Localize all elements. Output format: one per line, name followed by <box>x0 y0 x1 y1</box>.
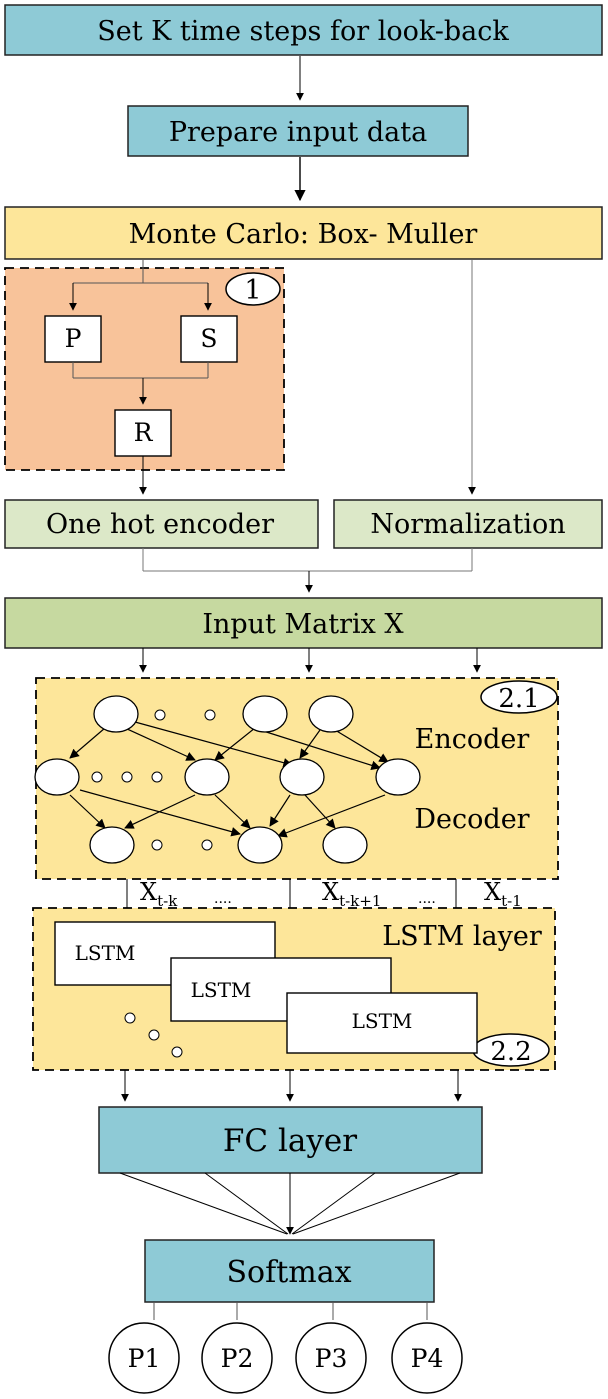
input-matrix-box <box>4 597 603 649</box>
output-p3-label: P3 <box>315 1344 348 1373</box>
node-p-label: P <box>65 324 82 353</box>
node-s <box>180 315 238 363</box>
region-2-1-badge <box>480 680 558 714</box>
lstm-cell-3 <box>286 992 478 1054</box>
output-p1-label: P1 <box>128 1344 161 1373</box>
region-2-1-badge-text: 2.1 <box>498 684 539 714</box>
network-node <box>279 758 325 796</box>
softmax-box <box>144 1239 435 1303</box>
fc-layer-label: FC layer <box>223 1123 357 1159</box>
edge <box>277 794 386 838</box>
connector <box>119 1172 288 1235</box>
input-label-xtk1: Xt-k+1 <box>322 878 381 910</box>
ellipsis-dot <box>154 709 166 721</box>
ellipsis-dot <box>124 1012 136 1024</box>
output-p4-label: P4 <box>411 1344 444 1373</box>
connector <box>204 1172 289 1235</box>
normalization-box <box>333 499 603 549</box>
edge <box>69 727 106 759</box>
edge <box>214 794 251 829</box>
output-node-p4 <box>391 1322 463 1394</box>
region-1-badge-text: 1 <box>244 275 261 306</box>
network-node <box>237 826 283 864</box>
ellipsis-dot <box>171 1046 183 1058</box>
ellipsis-dot <box>121 771 133 783</box>
one-hot-box <box>4 499 319 549</box>
network-edges <box>69 721 389 838</box>
output-node-p1 <box>108 1322 180 1394</box>
one-hot-label: One hot encoder <box>46 509 274 540</box>
ellipsis-dot <box>91 771 103 783</box>
network-node <box>242 695 288 733</box>
prepare-box <box>127 105 469 157</box>
network-node <box>93 695 139 733</box>
edge <box>334 729 389 763</box>
normalization-label: Normalization <box>370 509 565 540</box>
ellipsis-dot <box>151 771 163 783</box>
network-node <box>89 826 135 864</box>
output-node-p3 <box>295 1322 367 1394</box>
ellipsis-dot <box>151 839 163 851</box>
network-node <box>322 826 368 864</box>
edge <box>69 794 106 829</box>
input-ellipsis-1: .... <box>214 891 232 907</box>
lstm-cell-2-label: LSTM <box>191 978 252 1002</box>
output-node-p2 <box>201 1322 273 1394</box>
input-label-xtk: Xt-k <box>140 878 178 910</box>
softmax-label: Softmax <box>226 1255 351 1290</box>
edge <box>134 721 293 768</box>
network-node <box>375 758 421 796</box>
lstm-layer-label: LSTM layer <box>382 921 542 952</box>
input-ellipsis-2: .... <box>418 891 436 907</box>
prepare-label: Prepare input data <box>169 117 427 148</box>
encoder-label: Encoder <box>415 724 530 755</box>
network-node <box>184 758 230 796</box>
network-node <box>34 758 80 796</box>
edge <box>299 729 321 759</box>
ellipsis-dot <box>148 1029 160 1041</box>
input-matrix-label: Input Matrix X <box>202 609 404 640</box>
decoder-label: Decoder <box>414 804 529 835</box>
region-1-badge <box>225 272 281 306</box>
ellipsis-dot <box>201 839 213 851</box>
node-s-label: S <box>200 324 217 353</box>
fc-softmax-connections <box>119 1172 461 1235</box>
network-node <box>308 695 354 733</box>
fc-layer-box <box>98 1106 483 1174</box>
connector <box>291 1172 376 1235</box>
monte-carlo-label: Monte Carlo: Box- Muller <box>129 219 478 250</box>
edge <box>269 794 291 827</box>
edge <box>259 729 381 770</box>
ellipsis-dot <box>204 709 216 721</box>
set-k-box <box>4 4 603 56</box>
input-label-xt1: Xt-1 <box>484 878 522 910</box>
lstm-cell-3-label: LSTM <box>352 1009 413 1033</box>
edge <box>124 727 196 761</box>
connector <box>292 1172 461 1235</box>
node-r-label: R <box>134 418 154 447</box>
output-p2-label: P2 <box>221 1344 254 1373</box>
region-2-2-badge-text: 2.2 <box>490 1037 531 1067</box>
set-k-label: Set K time steps for look-back <box>97 16 509 47</box>
node-r <box>114 409 172 457</box>
edge <box>214 727 256 761</box>
edge <box>124 794 196 829</box>
lstm-cell-1-label: LSTM <box>75 941 136 965</box>
monte-carlo-box <box>4 206 603 260</box>
edge <box>304 794 336 829</box>
